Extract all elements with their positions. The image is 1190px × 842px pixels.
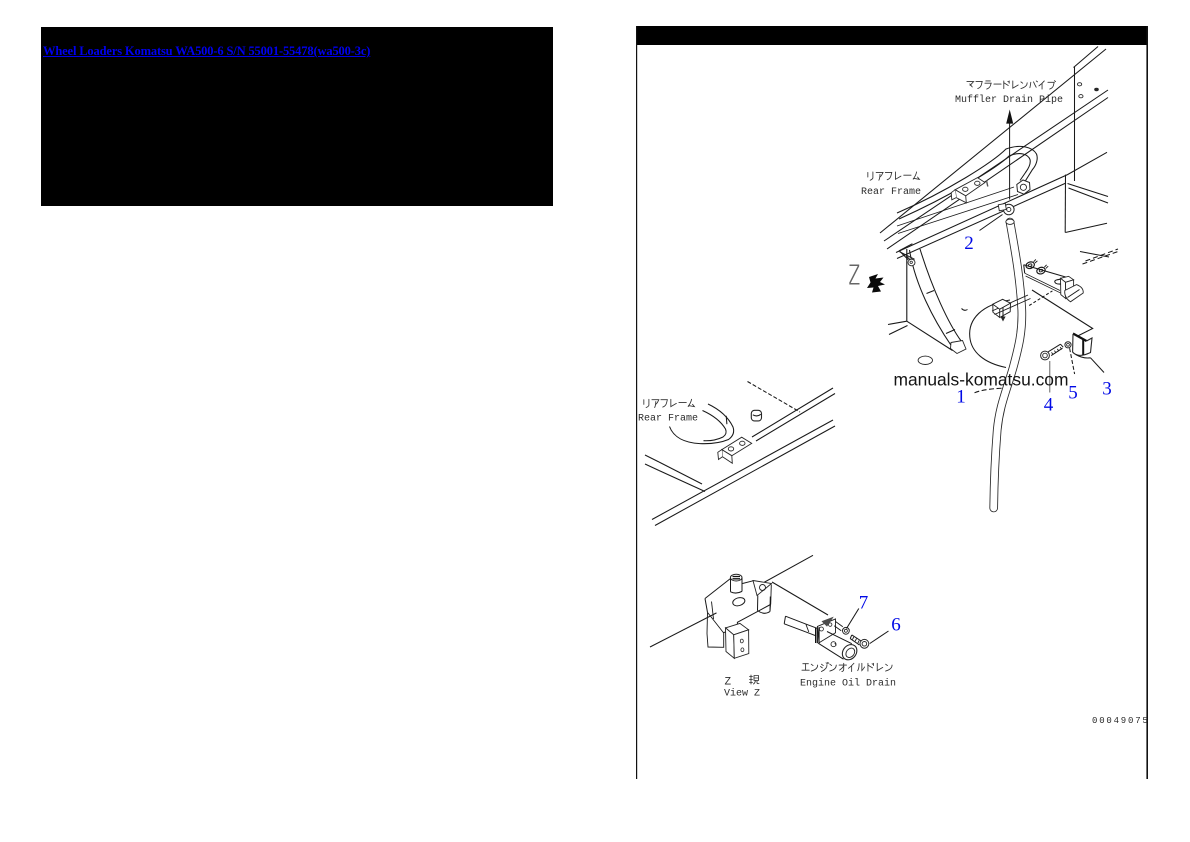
svg-text:Rear Frame: Rear Frame (861, 187, 921, 198)
svg-text:Z: Z (725, 677, 732, 689)
svg-text:6: 6 (891, 615, 901, 636)
svg-text:Rear Frame: Rear Frame (638, 414, 698, 425)
svg-text:2: 2 (964, 233, 974, 254)
svg-text:7: 7 (859, 593, 869, 614)
svg-text:3: 3 (1102, 379, 1112, 400)
svg-text:View Z: View Z (724, 688, 760, 700)
svg-text:Engine Oil Drain: Engine Oil Drain (800, 678, 896, 690)
svg-text:1: 1 (956, 387, 966, 408)
svg-text:5: 5 (1068, 383, 1078, 404)
svg-text:00049075: 00049075 (1092, 716, 1150, 726)
svg-text:manuals-komatsu.com: manuals-komatsu.com (894, 370, 1069, 390)
svg-text:4: 4 (1044, 395, 1054, 416)
svg-text:Muffler Drain Pipe: Muffler Drain Pipe (955, 94, 1063, 106)
